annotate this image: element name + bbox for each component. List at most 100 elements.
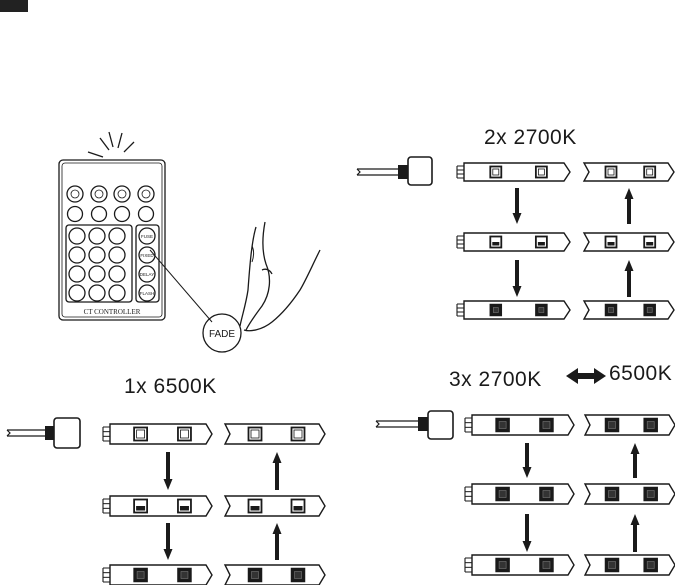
led-chip-inner: [537, 168, 545, 176]
led-chip-half-fill: [607, 242, 615, 246]
arrow-head: [522, 467, 532, 478]
led-chip-on-inner: [498, 490, 507, 498]
remote-key: [68, 246, 86, 264]
remote-round-button: [66, 205, 84, 223]
led-strip: [583, 554, 675, 576]
arrow-shaft: [166, 452, 170, 479]
strip-body: [582, 300, 675, 320]
cable-plug: [45, 426, 54, 440]
led-strip: [456, 232, 571, 252]
led-chip-half-fill: [492, 242, 500, 246]
double-arrow-head-right: [594, 368, 606, 384]
led-chip-on-inner: [136, 571, 145, 579]
remote-round-button: [90, 205, 108, 223]
power-cable-icon: [6, 417, 81, 449]
remote-key: [88, 265, 106, 283]
arrow-head: [522, 541, 532, 552]
corner-mark: [0, 0, 28, 12]
led-strip: [582, 232, 675, 252]
strip-body: [463, 300, 571, 320]
strip-body: [583, 414, 675, 436]
remote-inner: [61, 162, 163, 318]
remote-key: [88, 246, 106, 264]
cable-end: [375, 420, 380, 428]
remote-round-button: [113, 205, 131, 223]
remote-side-button-label: FUSE: [141, 234, 153, 239]
led-strip: [223, 423, 326, 445]
led-strip: [102, 564, 213, 585]
remote-key: [108, 265, 126, 283]
strip-body: [471, 554, 575, 576]
strip-body: [109, 495, 213, 517]
hand-pointer-icon: FADE: [202, 221, 321, 353]
remote-top-button-inner: [70, 189, 80, 199]
remote-side-button: [138, 265, 156, 283]
strip-body: [583, 483, 675, 505]
arrow-up-icon: [272, 523, 282, 560]
double-arrow-icon: [566, 368, 606, 384]
arrow-shaft: [627, 271, 631, 297]
arrow-down-icon: [522, 443, 532, 478]
remote-top-button-inner: [94, 189, 104, 199]
strip-body: [223, 495, 326, 517]
led-chip-half-fill: [293, 506, 303, 511]
led-chip-on-inner: [180, 571, 189, 579]
arrow-shaft: [633, 525, 637, 552]
remote-side-button-label: FIXED: [140, 253, 154, 258]
signal-ray: [123, 141, 135, 153]
strip-body: [223, 564, 326, 585]
arrow-shaft: [525, 443, 529, 467]
led-strip: [464, 414, 575, 436]
remote-top-button: [113, 185, 131, 203]
remote-top-button: [66, 185, 84, 203]
remote-side-button: [138, 284, 156, 302]
led-chip-inner: [607, 168, 615, 176]
strip-body: [582, 162, 675, 182]
led-chip-inner: [250, 429, 260, 439]
remote-side-button: [138, 227, 156, 245]
strip-body: [109, 564, 213, 585]
label-2x-2700k: 2x 2700K: [484, 126, 577, 149]
remote-side-button-label: DELAY: [140, 272, 154, 277]
arrow-head: [512, 286, 522, 297]
led-strip: [102, 495, 213, 517]
fade-button: [202, 313, 242, 353]
arrow-down-icon: [163, 452, 173, 490]
led-chip-on-inner: [608, 490, 616, 498]
led-chip-inner: [136, 429, 146, 439]
led-chip-on-inner: [646, 421, 655, 429]
led-chip-inner: [180, 429, 189, 439]
connector-box: [53, 417, 81, 449]
led-strip: [583, 414, 675, 436]
led-chip-inner: [293, 429, 303, 439]
remote-round-button: [137, 205, 155, 223]
remote-key: [108, 246, 126, 264]
arrow-head: [272, 452, 282, 463]
arrow-down-icon: [522, 514, 532, 552]
strip-body: [223, 423, 326, 445]
cable-end: [356, 168, 361, 176]
remote-keypad: [65, 224, 133, 303]
strip-body: [463, 232, 571, 252]
led-chip-on-inner: [542, 421, 551, 429]
led-chip-on-inner: [646, 490, 655, 498]
double-arrow-head-left: [566, 368, 578, 384]
strip-body: [583, 554, 675, 576]
arrow-head: [630, 443, 640, 454]
remote-key: [88, 227, 106, 245]
fade-button-label: FADE: [209, 329, 235, 340]
crease-line: [251, 245, 254, 263]
led-strip: [464, 483, 575, 505]
arrow-up-icon: [624, 188, 634, 224]
led-chip-half-fill: [537, 242, 545, 246]
led-chip-on-inner: [538, 307, 545, 313]
power-cable-icon: [356, 156, 433, 186]
pointer-line: [149, 249, 213, 323]
led-strip: [456, 300, 571, 320]
double-arrow-shaft: [577, 373, 597, 379]
arrow-head: [512, 213, 522, 224]
arrow-head: [272, 523, 282, 534]
led-strip: [456, 162, 571, 182]
remote-key: [108, 284, 126, 302]
